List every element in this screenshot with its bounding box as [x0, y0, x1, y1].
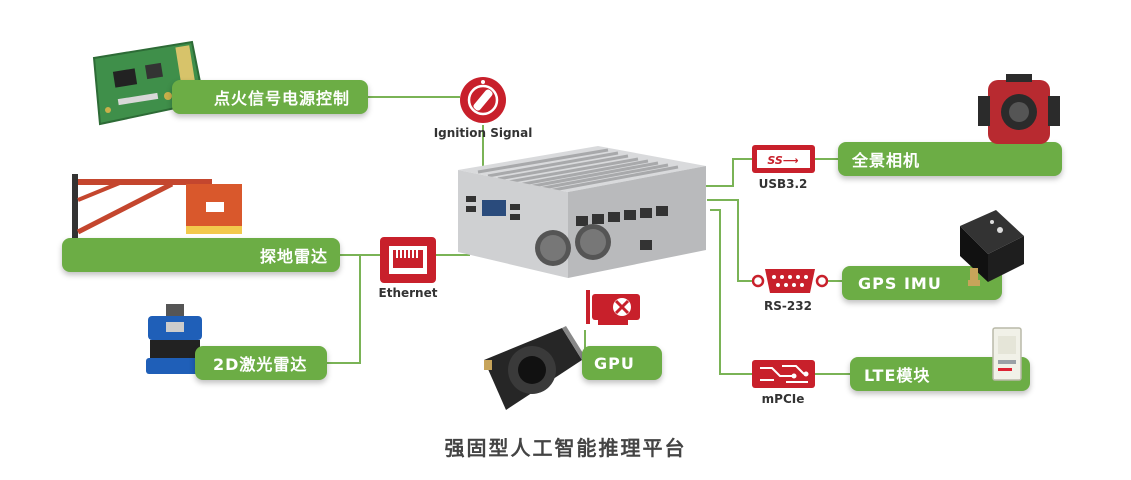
pill-panorama-camera: 全景相机	[838, 142, 1062, 176]
svg-text:SS⟶: SS⟶	[767, 154, 798, 167]
pill-lidar: 2D激光雷达	[195, 346, 327, 380]
lte-module-image	[992, 327, 1022, 381]
ignition-key-icon	[460, 77, 506, 123]
ground-radar-image	[72, 174, 242, 244]
graphics-card-image	[484, 326, 586, 410]
line-rs232	[707, 199, 752, 282]
pill-ignition-power-label: 点火信号电源控制	[214, 89, 351, 108]
pill-gps-imu-label: GPS IMU	[858, 273, 942, 293]
mpcie-icon	[752, 360, 815, 388]
line-lidar	[327, 254, 380, 364]
pill-lidar-label: 2D激光雷达	[213, 355, 308, 374]
pill-panorama-camera-label: 全景相机	[852, 151, 921, 170]
pill-lte-module-label: LTE模块	[864, 366, 931, 385]
port-label-mpcie: mPCIe	[761, 392, 805, 406]
panorama-camera-image	[978, 74, 1060, 144]
port-label-ignition: Ignition Signal	[433, 126, 533, 140]
diagram-caption: 强固型人工智能推理平台	[444, 436, 687, 460]
pill-gpu-label: GPU	[594, 353, 635, 373]
lidar-image	[146, 304, 204, 374]
line-usb	[705, 158, 752, 187]
usb-icon: SS⟶	[752, 145, 815, 173]
pill-gpu: GPU	[582, 346, 662, 380]
rugged-computer-image	[458, 146, 706, 278]
ethernet-icon	[380, 237, 436, 283]
serial-port-icon	[752, 269, 828, 293]
port-label-ethernet: Ethernet	[378, 286, 438, 300]
gps-imu-image	[960, 210, 1024, 286]
port-label-rs232: RS-232	[764, 299, 812, 313]
pill-ignition-power: 点火信号电源控制	[172, 80, 368, 114]
line-mpcie	[710, 209, 752, 375]
pill-ground-radar: 探地雷达	[62, 238, 340, 272]
pill-ground-radar-label: 探地雷达	[260, 247, 329, 266]
pcie-card-icon	[586, 290, 640, 325]
port-label-usb: USB3.2	[758, 177, 808, 191]
